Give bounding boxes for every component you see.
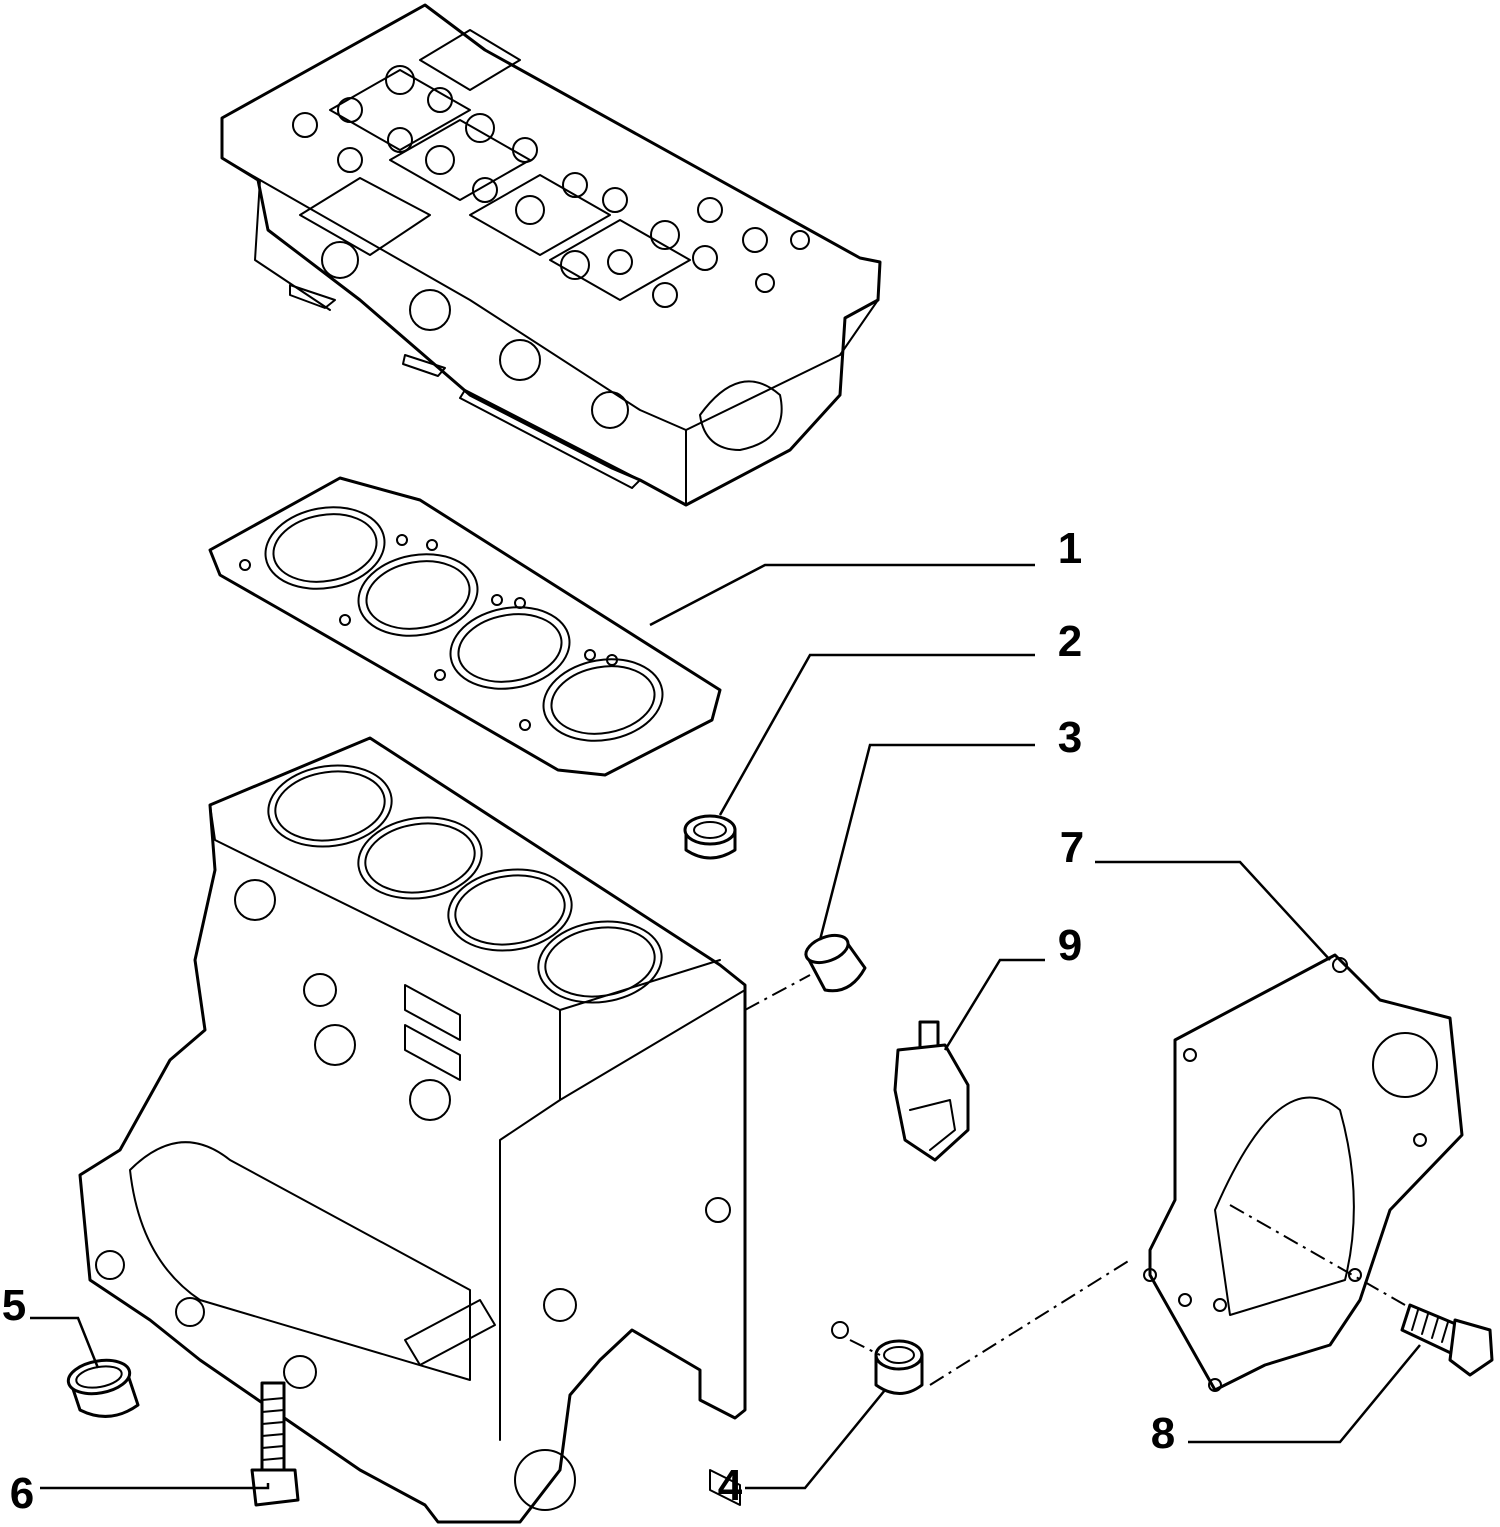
ring-5 [66, 1358, 140, 1418]
leader-1 [649, 563, 1035, 627]
leader-lines [30, 563, 1421, 1490]
callout-3: 3 [1058, 713, 1082, 762]
callout-9: 9 [1058, 921, 1082, 970]
callout-7: 7 [1060, 823, 1084, 872]
cylinder-head [220, 3, 882, 507]
leader-3 [818, 743, 1035, 941]
stud-bolt-6 [250, 1381, 300, 1507]
sensor-9 [893, 1020, 970, 1162]
bushing-2 [683, 814, 737, 860]
leader-5 [30, 1316, 100, 1369]
callout-labels: 1 2 3 4 5 6 7 8 9 [2, 524, 1175, 1518]
bushing-4 [874, 1339, 924, 1395]
callout-6: 6 [10, 1469, 34, 1518]
bolt-8 [1400, 1303, 1494, 1377]
callout-1: 1 [1058, 524, 1082, 573]
plug-3 [804, 933, 867, 993]
leader-6 [40, 1483, 270, 1490]
centerlines [744, 974, 1406, 1386]
head-gasket [208, 476, 722, 777]
leader-4 [745, 1389, 886, 1490]
cover-plate-7 [1143, 953, 1464, 1392]
callout-5: 5 [2, 1281, 26, 1330]
leader-7 [1095, 860, 1331, 961]
callout-2: 2 [1058, 617, 1082, 666]
callout-8: 8 [1151, 1409, 1175, 1458]
leader-9 [943, 958, 1045, 1051]
cylinder-block [78, 736, 849, 1524]
callout-4: 4 [718, 1461, 743, 1510]
leader-2 [718, 653, 1035, 816]
leader-8 [1188, 1344, 1421, 1444]
